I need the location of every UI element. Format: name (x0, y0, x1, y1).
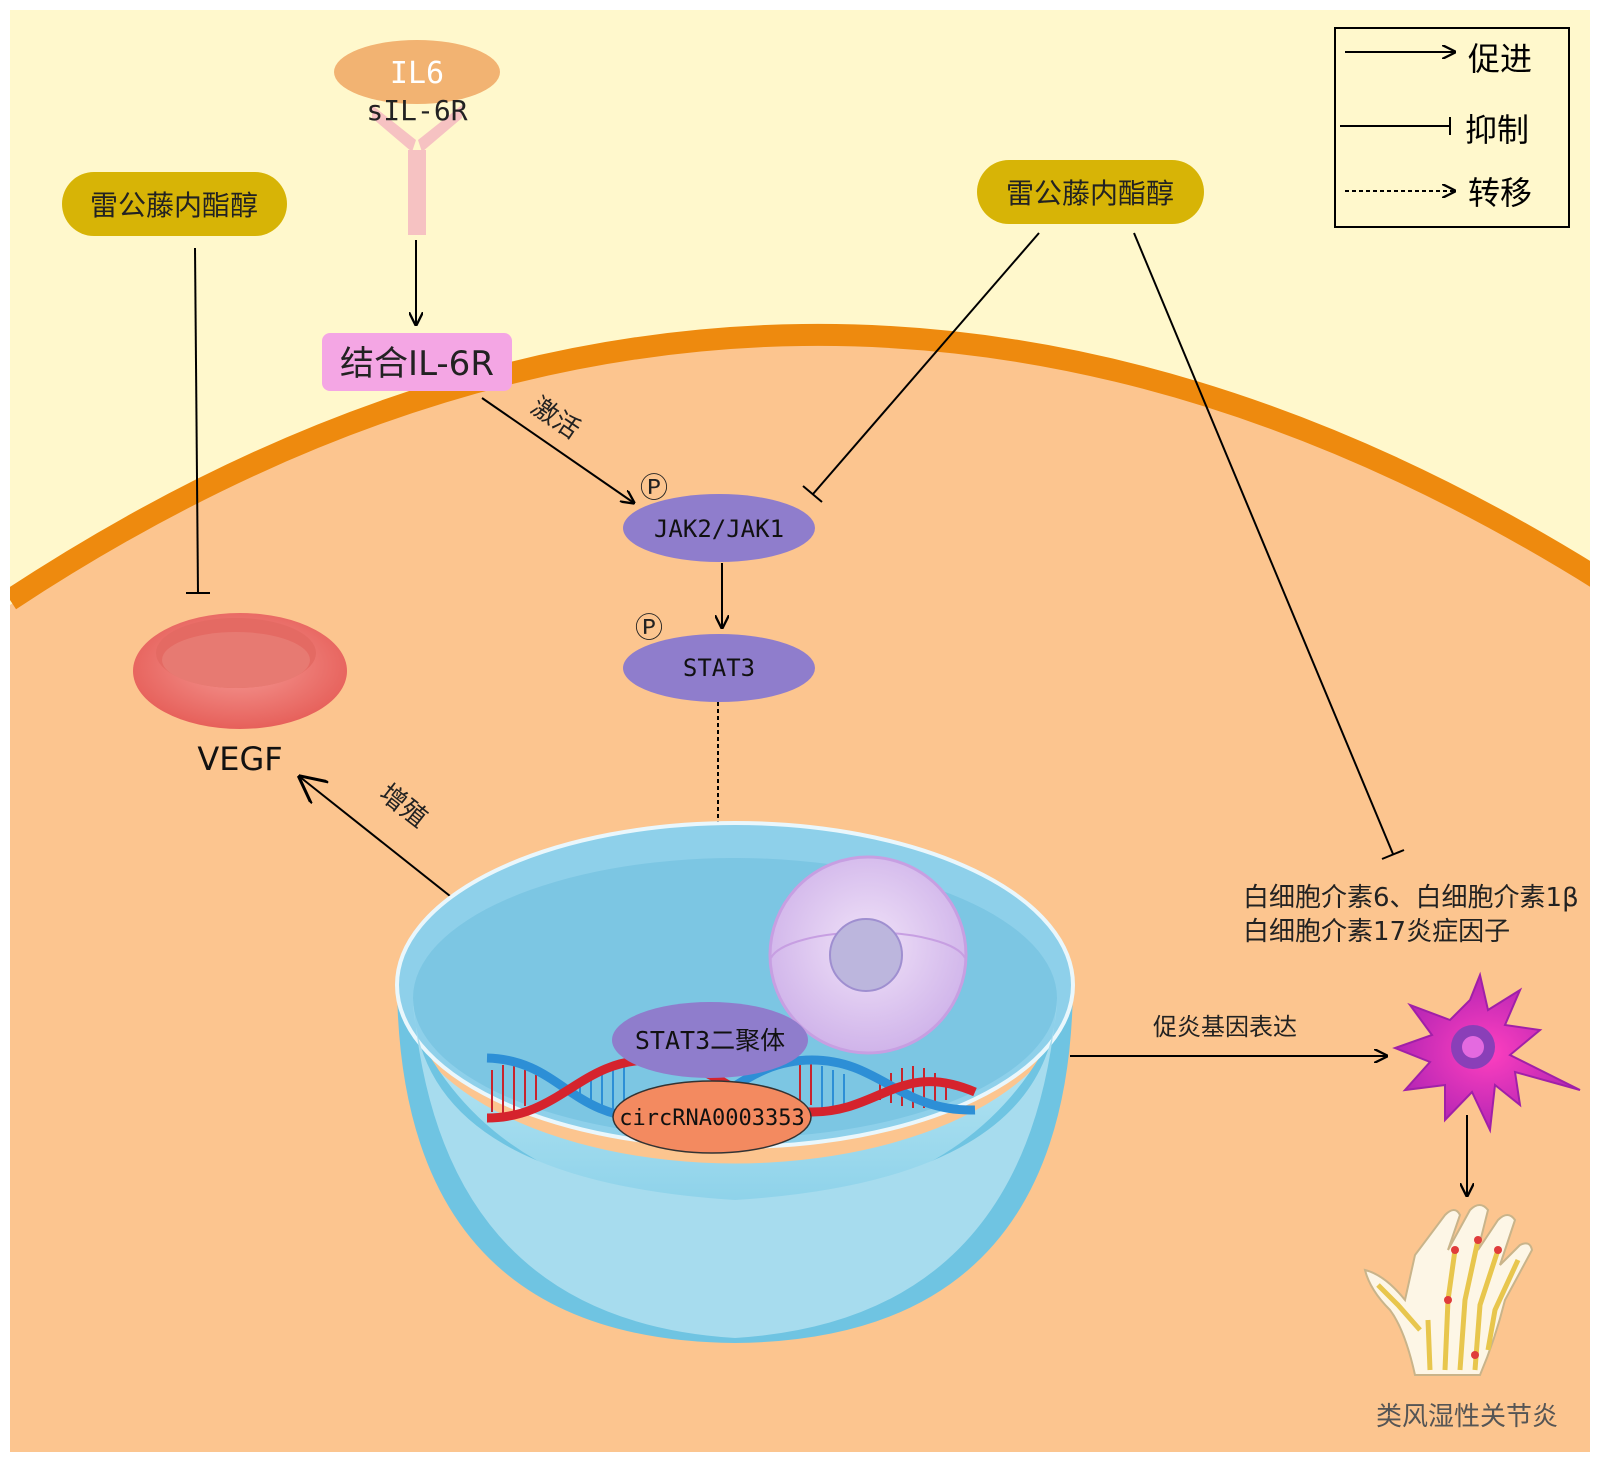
circrna-node (612, 1080, 812, 1154)
inhibit-line-vegf (194, 247, 199, 594)
receptor-arm-left (372, 105, 416, 152)
circrna-label: circRNA0003353 (619, 1106, 804, 1131)
inhibit-bar-cytokines (1381, 849, 1405, 860)
cytokines-line2: 白细胞介素17炎症因子 (1243, 917, 1510, 947)
triptolide-left (62, 172, 287, 236)
triptolide-right-label: 雷公藤内酯醇 (1006, 177, 1174, 210)
joint-2 (1474, 1236, 1482, 1244)
legend-inhibit-label: 抑制 (1465, 111, 1529, 149)
cytokines-line1: 白细胞介素6、白细胞介素1β (1243, 883, 1579, 913)
il6-label: IL6 (390, 56, 444, 91)
triptolide-left-label: 雷公藤内酯醇 (90, 189, 258, 222)
joint-5 (1471, 1351, 1479, 1359)
receptor-arm-right (418, 105, 462, 152)
inflammatory-cell (1392, 971, 1581, 1134)
legend-box (1334, 27, 1570, 228)
receptor-stem (408, 150, 426, 235)
il6-receptor: IL6 sIL-6R (334, 40, 500, 235)
jak-phospho: Ⓟ (640, 471, 668, 504)
binding-il6r-label: 结合IL-6R (340, 344, 494, 384)
ra-label: 类风湿性关节炎 (1376, 1402, 1558, 1432)
stat3-label: STAT3 (683, 654, 755, 682)
stat3-phospho: Ⓟ (635, 611, 663, 644)
legend-transfer-label: 转移 (1468, 174, 1532, 212)
arrow-proliferation (300, 777, 451, 897)
jak-protein (623, 494, 815, 562)
legend: 促进 抑制 转移 (1334, 27, 1570, 228)
cell-nucleus-inner (1462, 1036, 1484, 1058)
inhibit-line-jak (812, 232, 1040, 495)
nucleolus-core (829, 918, 903, 992)
il6-ligand (334, 40, 500, 104)
ra-hand-icon (1363, 1204, 1534, 1376)
joint-3 (1494, 1246, 1502, 1254)
stat3-protein (623, 634, 815, 702)
joint-4 (1444, 1296, 1452, 1304)
gene-expression-label: 促炎基因表达 (1153, 1013, 1297, 1041)
inhibit-bar-jak (802, 485, 823, 503)
joint-1 (1451, 1246, 1459, 1254)
nucleus-lower (413, 1000, 1057, 1338)
stat3-dimer-label: STAT3二聚体 (635, 1026, 785, 1055)
triptolide-right (977, 160, 1204, 224)
binding-il6r-box (322, 333, 512, 391)
legend-promote-label: 促进 (1468, 40, 1532, 78)
vegf-label: VEGF (197, 740, 282, 778)
nucleus: STAT3二聚体 circRNA0003353 (395, 821, 1075, 1343)
jak-label: JAK2/JAK1 (654, 515, 784, 543)
sil6r-label: sIL-6R (366, 94, 467, 127)
cell-membrane (3, 323, 1600, 610)
inhibit-line-cytokines (1133, 232, 1394, 855)
stat3-dimer-protein (612, 1002, 808, 1078)
arrow-activate-jak (481, 397, 634, 503)
rbc-dimple-inner (162, 632, 310, 688)
